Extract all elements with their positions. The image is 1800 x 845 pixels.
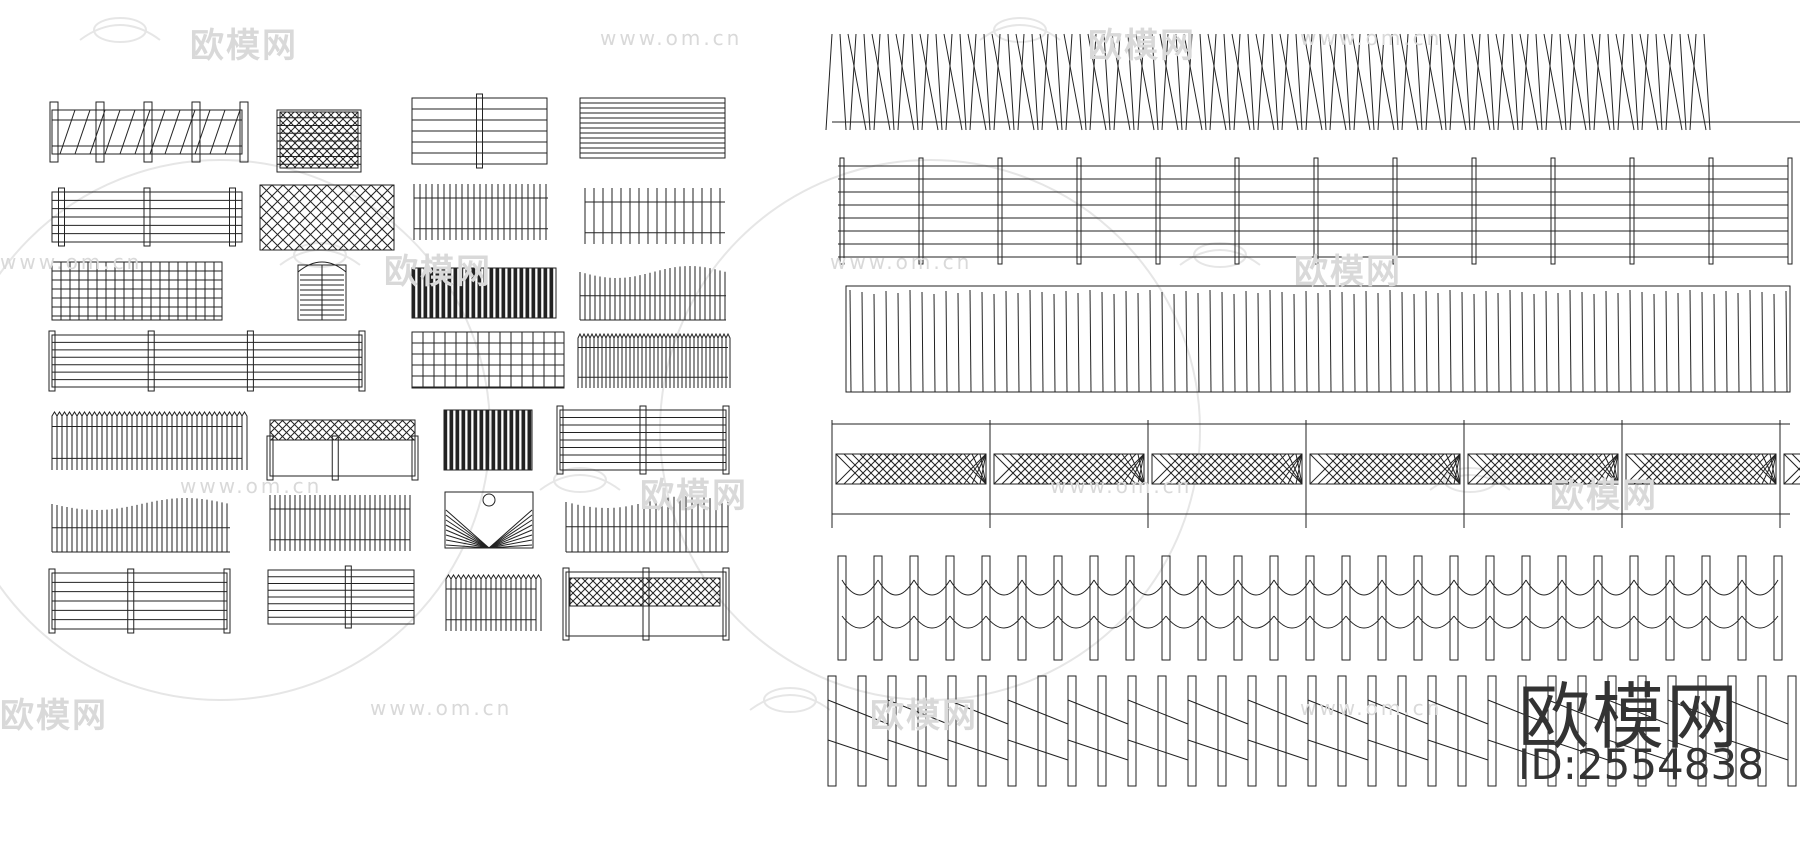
fence-strip-sticks — [825, 33, 1800, 131]
fence-panel-lattice — [259, 184, 395, 251]
fence-panel-pickets — [584, 188, 725, 244]
fence-panel-diagonal-gate — [49, 101, 249, 163]
model-id-label: ID:2554838 — [1518, 740, 1764, 789]
brand-logo-text: 欧模网 — [1518, 675, 1741, 759]
right-fence-catalog — [825, 33, 1800, 787]
fence-panel-horizontal — [267, 565, 415, 629]
left-fence-catalog — [48, 93, 731, 641]
fence-panel-lattice — [269, 419, 416, 441]
fence-panel-grid — [411, 331, 565, 389]
fence-panel-pickets — [445, 574, 542, 631]
fence-panel-horizontal — [276, 109, 362, 173]
fence-panel-lattice — [569, 577, 721, 607]
fence-panel-horizontal — [556, 405, 730, 475]
watermark-logo-shapes — [0, 17, 1511, 713]
fence-strip-lattice — [831, 420, 1800, 528]
fence-panel-horizontal — [579, 97, 726, 159]
fence-panel-arched-gate — [297, 261, 347, 321]
fence-panel-lattice — [279, 111, 359, 169]
fence-panel-wave-top — [51, 498, 230, 553]
fence-panel-horizontal — [562, 567, 730, 641]
fence-panel-chevron — [444, 491, 534, 549]
fence-panel-dark-bars — [411, 267, 557, 319]
fence-panel-horizontal — [266, 435, 419, 481]
fence-panel-wave-top — [565, 496, 729, 553]
fence-panel-dark-bars — [443, 409, 533, 471]
fence-panel-horizontal — [48, 330, 366, 392]
fence-panel-pickets — [577, 332, 731, 388]
fence-panel-horizontal — [51, 187, 243, 247]
fence-strip-cross-rails — [827, 675, 1797, 787]
fence-panel-grid — [51, 261, 223, 321]
fence-panel-pickets — [269, 495, 411, 551]
fence-panel-horizontal — [48, 568, 231, 634]
fence-strip-rails — [838, 157, 1793, 265]
fence-panel-wave-top — [579, 266, 726, 321]
fence-panel-horizontal — [411, 93, 548, 169]
fence-panel-pickets — [51, 411, 248, 470]
fence-panel-pickets — [413, 184, 548, 240]
fence-strip-rope — [837, 555, 1783, 661]
fence-strip-planks — [845, 285, 1791, 393]
